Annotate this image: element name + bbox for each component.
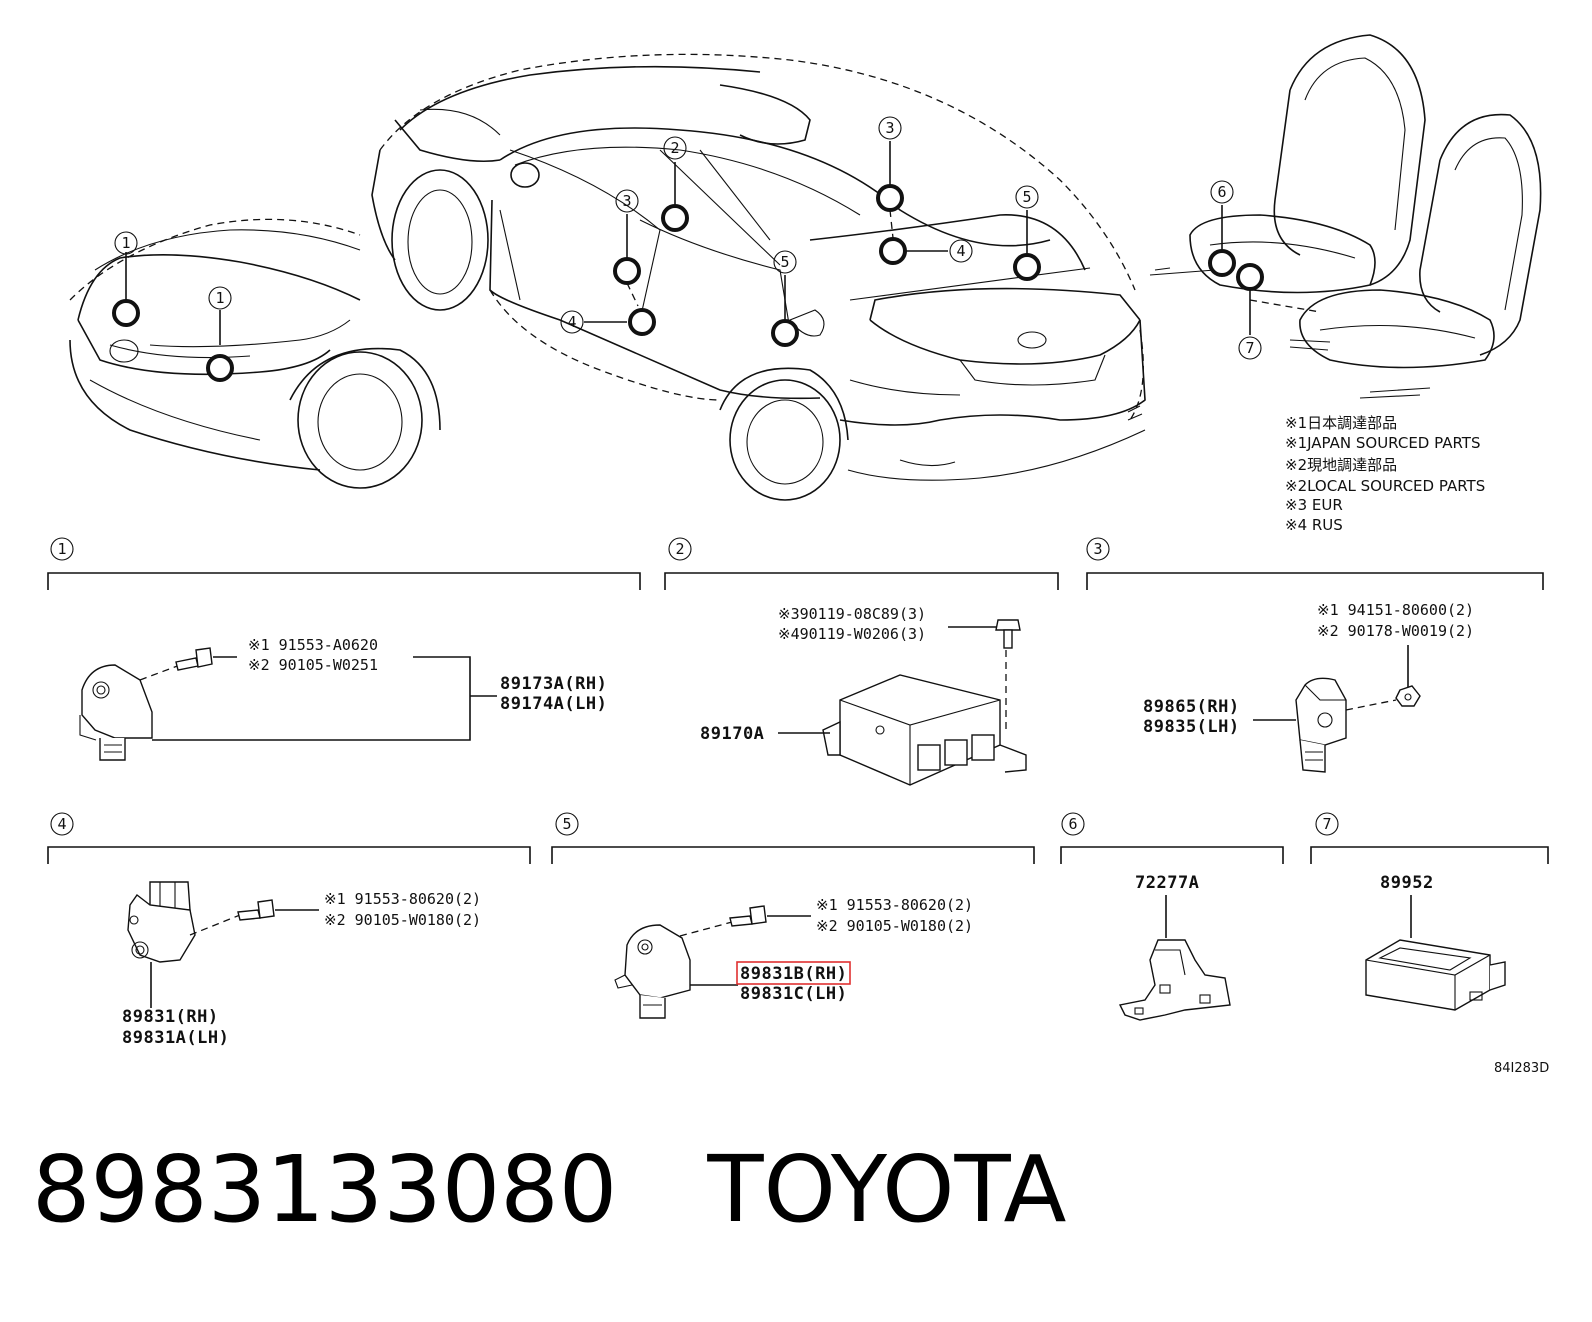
callout-7: 7 xyxy=(1236,263,1264,360)
front-bumper-illustration xyxy=(69,218,441,489)
part-number: 89174A(LH) xyxy=(500,694,607,714)
section-4: ※1 91553-80620(2) ※2 90105-W0180(2) 8983… xyxy=(122,881,481,1048)
marker-circle xyxy=(112,299,140,327)
svg-text:4: 4 xyxy=(567,313,576,331)
svg-text:3: 3 xyxy=(1093,540,1102,558)
bolt-code: ※1 94151-80600(2) xyxy=(1317,601,1474,619)
svg-text:5: 5 xyxy=(1022,188,1031,206)
callout-4b: 4 xyxy=(879,237,973,265)
callout-4a: 4 xyxy=(560,308,656,336)
part-highlight-box xyxy=(736,961,851,985)
bolt-code: ※1 91553-A0620 xyxy=(248,636,378,654)
bolt-icon xyxy=(175,647,213,671)
callout-6: 6 xyxy=(1208,180,1236,277)
seat-illustration xyxy=(1149,34,1542,399)
section-header-1: 1 xyxy=(47,537,641,590)
brand-title: TOYOTA xyxy=(707,1136,1067,1243)
diagram-code: 84I283D xyxy=(1494,1061,1549,1076)
part-number: 89831C(LH) xyxy=(740,984,847,1004)
part-number: 89952 xyxy=(1380,873,1434,893)
bolt-icon xyxy=(995,619,1021,649)
bolt-code: ※1 91553-80620(2) xyxy=(816,896,973,914)
legend-line: ※4 RUS xyxy=(1285,516,1343,534)
section-header-6: 6 xyxy=(1060,812,1284,864)
bolt-code: ※390119-08C89(3) xyxy=(778,605,926,623)
part-number: 89831A(LH) xyxy=(122,1028,229,1048)
svg-text:4: 4 xyxy=(956,242,965,260)
nut-icon xyxy=(1395,685,1421,707)
rear-impact-sensor xyxy=(614,924,691,1019)
bolt-icon xyxy=(729,905,767,927)
section-header-2: 2 xyxy=(664,537,1059,590)
svg-text:6: 6 xyxy=(1068,815,1077,833)
part-number: 72277A xyxy=(1135,873,1199,893)
section-header-7: 7 xyxy=(1310,812,1549,864)
section-3: ※1 94151-80600(2) ※2 90178-W0019(2) 8986… xyxy=(1143,601,1474,773)
airbag-control-unit xyxy=(822,674,1027,786)
legend-line: ※2現地調達部品 xyxy=(1285,456,1397,474)
svg-text:7: 7 xyxy=(1245,339,1254,357)
part-number: 89831(RH) xyxy=(122,1007,219,1027)
svg-text:1: 1 xyxy=(215,289,224,307)
section-header-4: 4 xyxy=(47,812,531,864)
part-number: 89865(RH) xyxy=(1143,697,1240,717)
svg-text:3: 3 xyxy=(885,119,894,137)
callout-1b: 1 xyxy=(206,286,234,382)
overview-leader-lines xyxy=(125,141,1251,345)
sensor-bracket xyxy=(1118,939,1231,1021)
vehicle-overview-illustration xyxy=(371,53,1146,501)
section-header-5: 5 xyxy=(551,812,1035,864)
bolt-code: ※1 91553-80620(2) xyxy=(324,890,481,908)
legend-line: ※1JAPAN SOURCED PARTS xyxy=(1285,434,1480,452)
part-number: 89170A xyxy=(700,724,764,744)
occupant-sensor-module xyxy=(1365,939,1506,1011)
bolt-icon xyxy=(237,899,275,921)
svg-text:6: 6 xyxy=(1217,183,1226,201)
front-impact-sensor xyxy=(79,664,153,761)
section-header-3: 3 xyxy=(1086,537,1544,590)
svg-text:5: 5 xyxy=(562,815,571,833)
part-number-title: 8983133080 xyxy=(32,1136,618,1243)
svg-text:3: 3 xyxy=(622,192,631,210)
callout-3a: 3 xyxy=(613,189,641,285)
svg-text:5: 5 xyxy=(780,253,789,271)
section-2: ※390119-08C89(3) ※490119-W0206(3) 89170A xyxy=(700,605,1027,786)
svg-text:1: 1 xyxy=(57,540,66,558)
bolt-code: ※2 90178-W0019(2) xyxy=(1317,622,1474,640)
svg-text:4: 4 xyxy=(57,815,66,833)
bolt-code: ※2 90105-W0180(2) xyxy=(324,911,481,929)
svg-text:2: 2 xyxy=(675,540,684,558)
sourcing-legend: ※1日本調達部品 ※1JAPAN SOURCED PARTS ※2現地調達部品 … xyxy=(1285,414,1485,534)
part-number-highlighted[interactable]: 89831B(RH) xyxy=(740,964,847,984)
callout-5b: 5 xyxy=(771,250,799,347)
overview-callouts: 1 1 2 3 3 4 4 xyxy=(112,116,1264,382)
bolt-code: ※490119-W0206(3) xyxy=(778,625,926,643)
callout-1a: 1 xyxy=(112,231,140,327)
bolt-code: ※2 90105-W0180(2) xyxy=(816,917,973,935)
section-6: 72277A xyxy=(1118,873,1231,1021)
section-5: ※1 91553-80620(2) ※2 90105-W0180(2) 8983… xyxy=(614,896,973,1019)
callout-2: 2 xyxy=(661,136,689,232)
legend-line: ※1日本調達部品 xyxy=(1285,414,1397,432)
part-number: 89173A(RH) xyxy=(500,674,607,694)
legend-line: ※2LOCAL SOURCED PARTS xyxy=(1285,477,1485,495)
part-number: 89835(LH) xyxy=(1143,717,1240,737)
bolt-code: ※2 90105-W0251 xyxy=(248,656,378,674)
side-impact-sensor xyxy=(127,881,196,963)
side-impact-sensor xyxy=(1295,677,1347,773)
svg-text:7: 7 xyxy=(1322,815,1331,833)
section-7: 89952 xyxy=(1365,873,1506,1011)
section-1: ※1 91553-A0620 ※2 90105-W0251 89173A(RH)… xyxy=(79,636,607,761)
callout-5a: 5 xyxy=(1013,185,1041,281)
svg-text:2: 2 xyxy=(670,139,679,157)
callout-3b: 3 xyxy=(876,116,904,212)
legend-line: ※3 EUR xyxy=(1285,496,1343,514)
section-headers: 1 2 3 4 5 6 7 xyxy=(47,537,1549,864)
svg-text:1: 1 xyxy=(121,234,130,252)
